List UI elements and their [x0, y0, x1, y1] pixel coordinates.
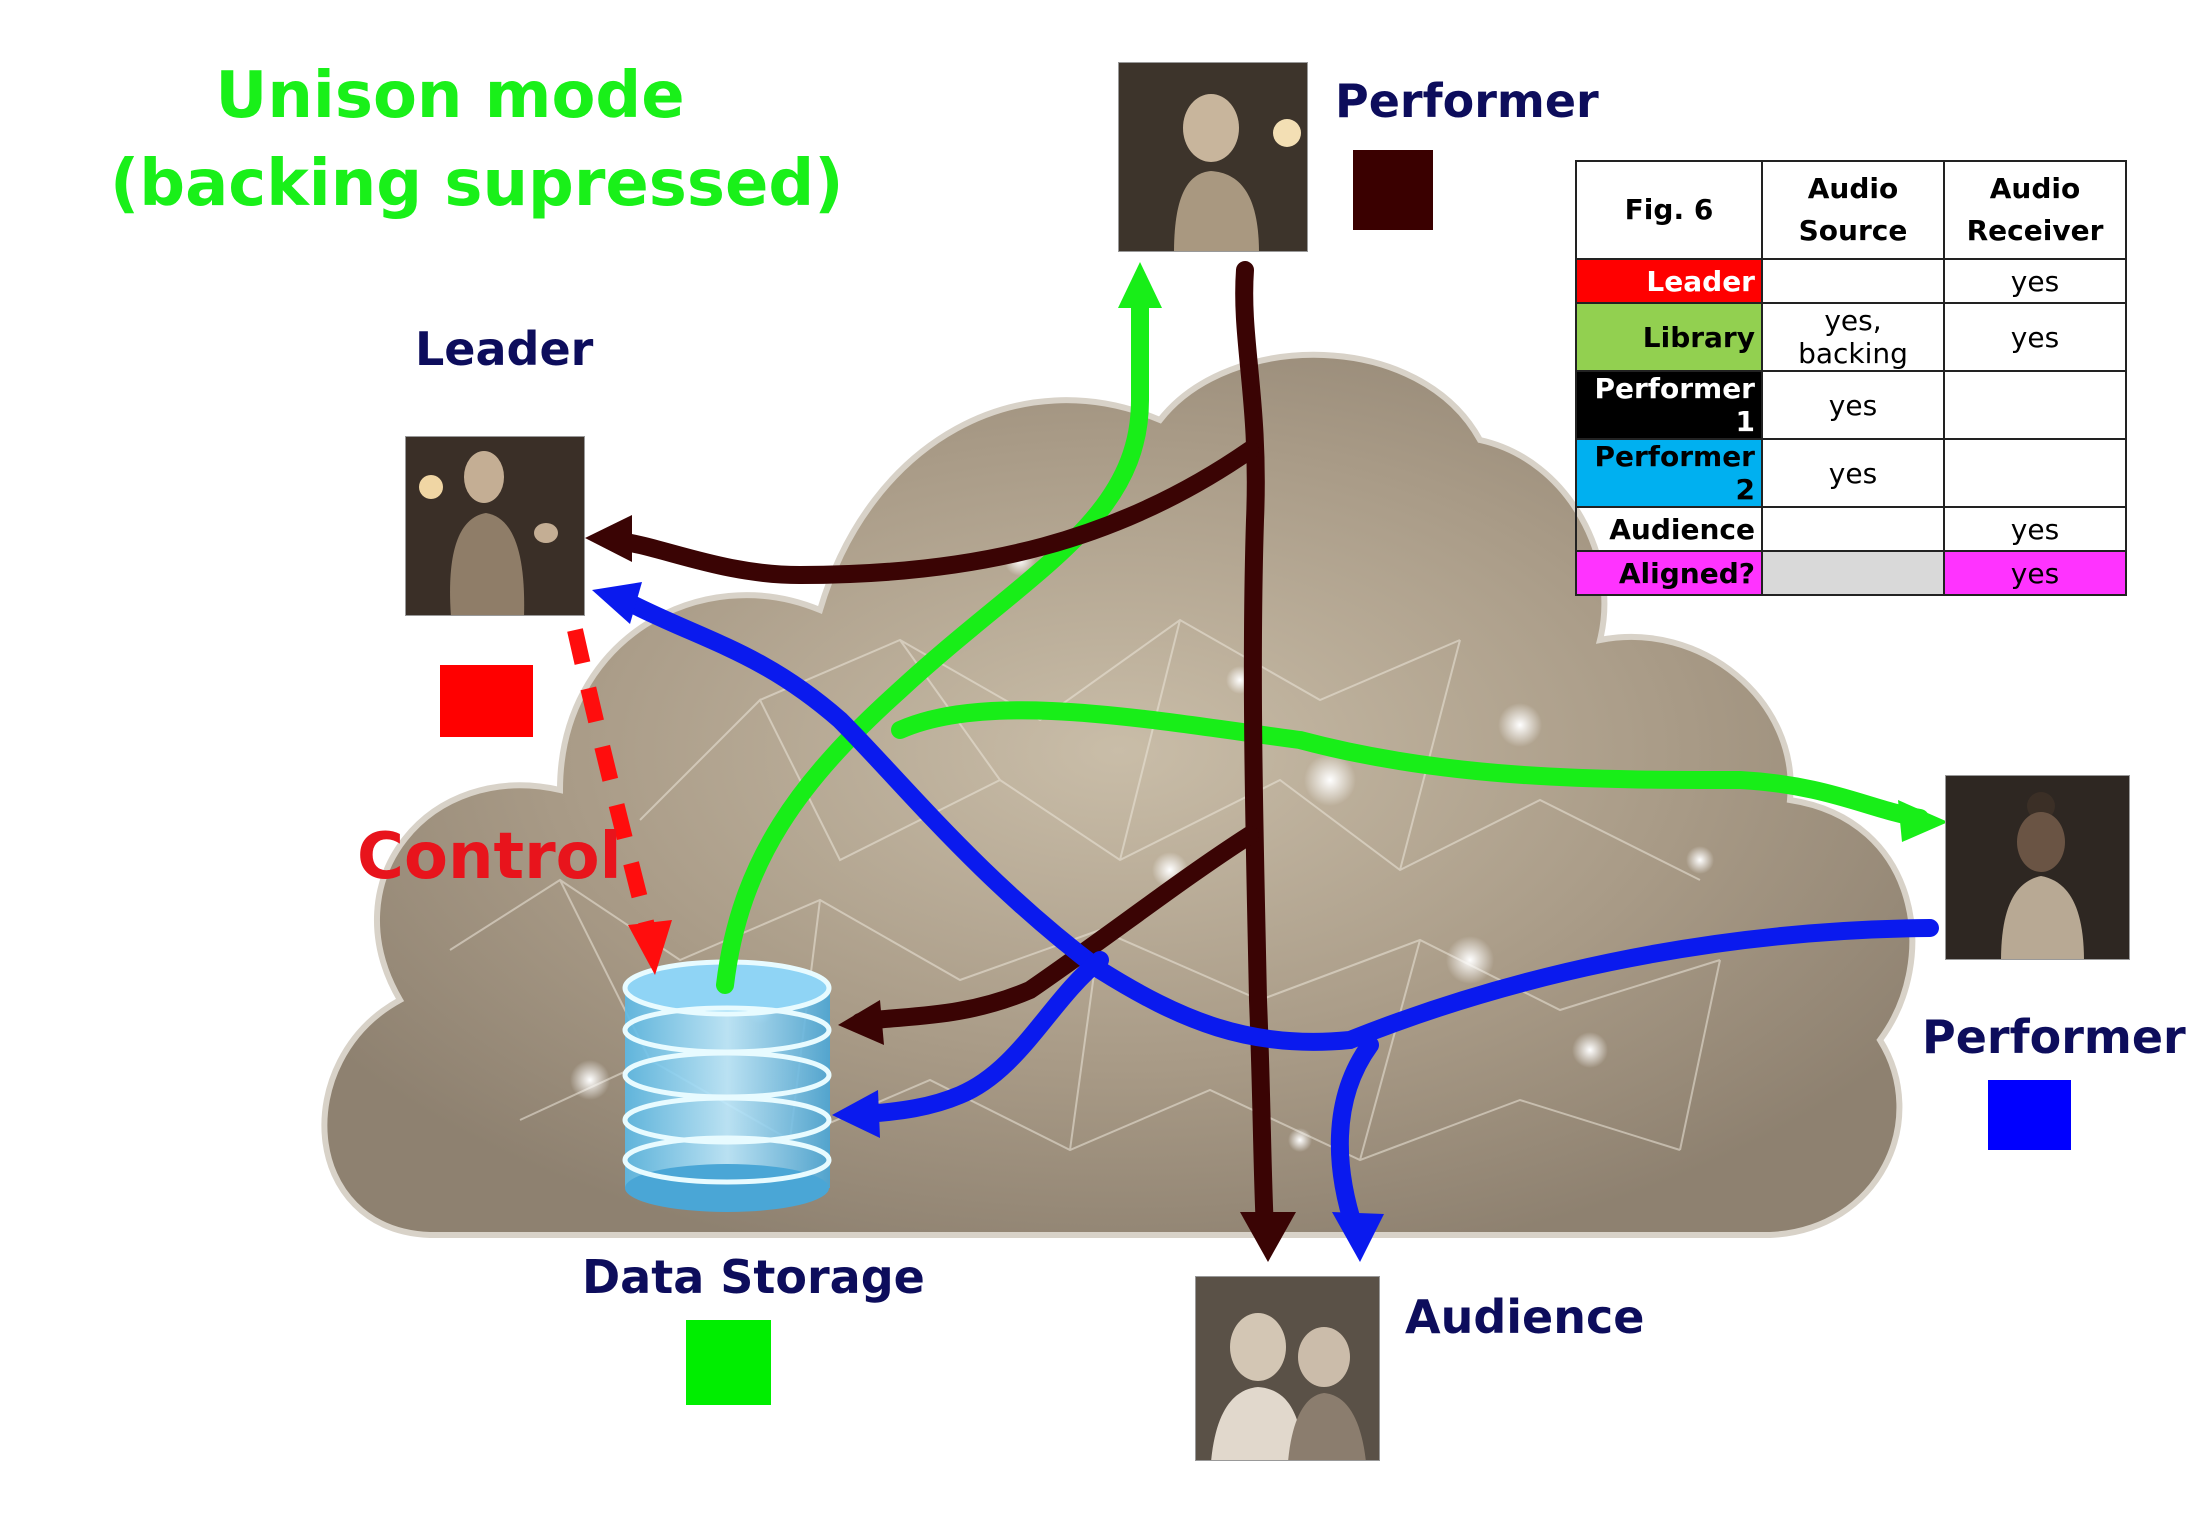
blue-arrows [611, 589, 1939, 1239]
data-storage-label: Data Storage [582, 1250, 925, 1304]
blue-arrowheads [592, 582, 1384, 1262]
row-receiver-cell: yes [1943, 258, 2127, 304]
performer-right-photo [1945, 775, 2130, 960]
table-header-cell: Fig. 6 [1575, 160, 1763, 260]
leader-photo [405, 436, 585, 616]
performer-right-label: Performer [1922, 1010, 2186, 1064]
row-name-cell: Performer 1 [1575, 370, 1763, 440]
row-receiver-cell: yes [1943, 506, 2127, 552]
row-source-cell [1761, 506, 1945, 552]
performer-right-swatch [1988, 1080, 2071, 1150]
audience-photo [1195, 1276, 1380, 1461]
fig6-table: Fig. 6 Audio Source Audio Receiver Leade… [1575, 160, 2127, 596]
row-receiver-cell [1943, 370, 2127, 440]
data-storage-swatch [686, 1320, 771, 1405]
diagram-title: Unison mode (backing supressed) [110, 52, 844, 228]
leader-label: Leader [415, 322, 594, 376]
green-arrowheads [1118, 262, 1948, 842]
title-line-2: (backing supressed) [110, 147, 844, 221]
table-header-cell: Audio Source [1761, 160, 1945, 260]
table-row: Performer 1 yes [1575, 370, 2127, 440]
row-name-cell: Performer 2 [1575, 438, 1763, 508]
brown-arrows [603, 261, 1274, 1239]
row-receiver-cell: yes [1943, 550, 2127, 596]
leader-swatch [440, 665, 533, 737]
blue-arrow-to-audience [1330, 1036, 1379, 1239]
row-name-cell: Aligned? [1575, 550, 1763, 596]
row-source-cell: yes [1761, 438, 1945, 508]
audience-label: Audience [1405, 1290, 1645, 1344]
data-storage-cylinder-icon [622, 959, 832, 1212]
row-name-cell: Leader [1575, 258, 1763, 304]
row-source-cell: yes [1761, 370, 1945, 440]
row-source-cell: yes, backing [1761, 302, 1945, 372]
brown-arrow-to-audience [1235, 261, 1274, 1239]
row-source-cell [1761, 550, 1945, 596]
brown-arrow-to-leader [603, 441, 1259, 585]
row-receiver-cell [1943, 438, 2127, 508]
performer-top-swatch [1353, 150, 1433, 230]
brown-arrow-to-storage [851, 826, 1259, 1031]
blue-arrow-to-leader [611, 589, 1939, 1051]
green-arrow-to-performer-right [891, 701, 1929, 827]
green-arrow-to-performer-top [716, 281, 1149, 994]
row-name-cell: Audience [1575, 506, 1763, 552]
green-arrows [716, 281, 1929, 994]
table-header-cell: Audio Receiver [1943, 160, 2127, 260]
performer-top-label: Performer [1335, 74, 1599, 128]
blue-arrow-to-storage [851, 951, 1109, 1124]
title-line-1: Unison mode [215, 59, 685, 133]
brown-arrowheads [585, 515, 1296, 1262]
table-row: Leader yes [1575, 258, 2127, 304]
control-label: Control [357, 820, 622, 894]
performer-top-photo [1118, 62, 1308, 252]
table-header-row: Fig. 6 Audio Source Audio Receiver [1575, 160, 2127, 260]
table-row: Library yes, backing yes [1575, 302, 2127, 372]
table-row: Performer 2 yes [1575, 438, 2127, 508]
row-source-cell [1761, 258, 1945, 304]
row-receiver-cell: yes [1943, 302, 2127, 372]
row-name-cell: Library [1575, 302, 1763, 372]
table-row: Aligned? yes [1575, 550, 2127, 596]
control-arrow [567, 628, 672, 975]
table-row: Audience yes [1575, 506, 2127, 552]
